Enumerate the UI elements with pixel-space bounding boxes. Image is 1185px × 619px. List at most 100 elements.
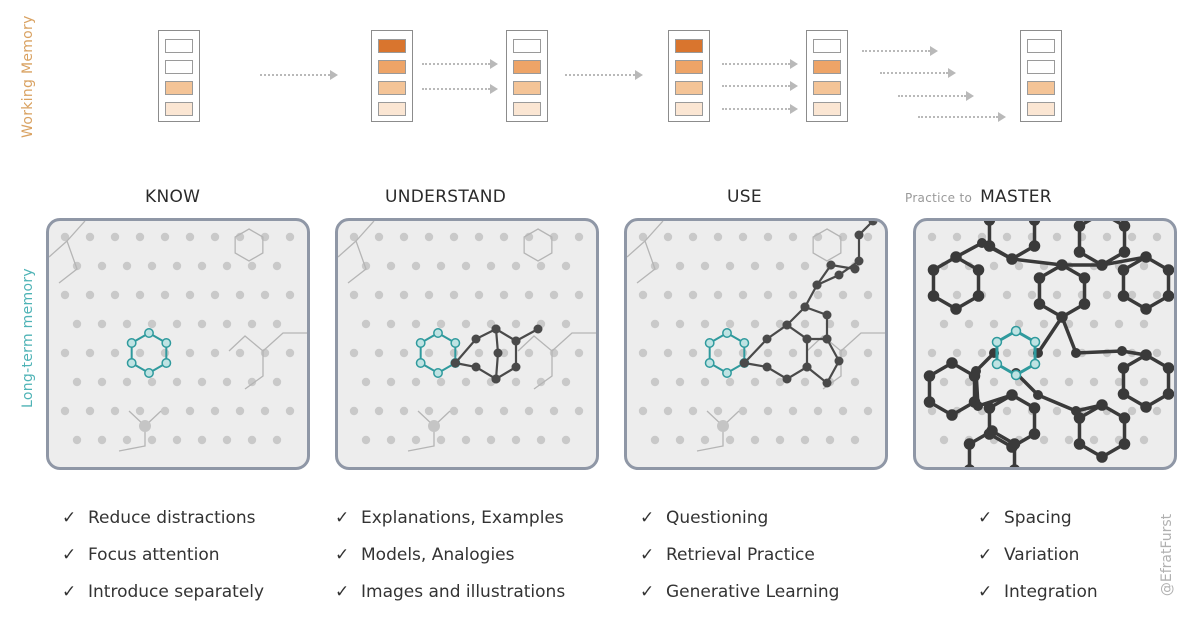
memory-dot xyxy=(775,261,785,271)
memory-dot xyxy=(561,435,571,445)
memory-dot xyxy=(952,232,962,242)
memory-dot xyxy=(561,319,571,329)
memory-dot xyxy=(1039,319,1049,329)
memory-dot xyxy=(60,406,70,416)
strategies-understand: ✓Explanations, Examples ✓Models, Analogi… xyxy=(335,508,565,619)
dark-hex-node xyxy=(923,396,936,408)
teal-hex-node xyxy=(991,358,1003,370)
arrow-use-3 xyxy=(722,104,800,114)
memory-dot xyxy=(863,290,873,300)
memory-slot xyxy=(378,39,406,53)
memory-dot xyxy=(85,348,95,358)
memory-dot xyxy=(713,232,723,242)
memory-dot xyxy=(72,377,82,387)
memory-dot xyxy=(1014,261,1024,271)
memory-dot xyxy=(222,261,232,271)
dark-hex-node xyxy=(923,370,936,382)
dark-hex-node xyxy=(964,464,975,467)
memory-dot xyxy=(210,290,220,300)
memory-dot xyxy=(713,406,723,416)
memory-dot xyxy=(449,348,459,358)
memory-dot xyxy=(927,406,937,416)
working-memory-label: Working Memory xyxy=(20,15,36,138)
memory-dot xyxy=(663,232,673,242)
stage-title-use-text: USE xyxy=(727,187,762,207)
dark-link-node xyxy=(1097,400,1107,410)
check-icon: ✓ xyxy=(335,582,350,602)
memory-dot xyxy=(285,290,295,300)
dark-chain-node xyxy=(812,280,822,290)
memory-dot xyxy=(147,377,157,387)
check-icon: ✓ xyxy=(335,508,350,528)
memory-dot xyxy=(700,435,710,445)
memory-slot xyxy=(675,102,703,116)
memory-dot xyxy=(285,406,295,416)
memory-dot xyxy=(72,319,82,329)
network-know xyxy=(49,221,307,452)
memory-dot xyxy=(863,406,873,416)
faint-link-edge xyxy=(840,332,885,352)
dark-link-edge xyxy=(974,351,1013,409)
arrow-master-1 xyxy=(862,46,940,56)
memory-dot xyxy=(800,319,810,329)
dark-hex-node xyxy=(1162,388,1174,400)
memory-slot xyxy=(378,102,406,116)
dark-chain-node xyxy=(854,256,864,266)
memory-dot xyxy=(1064,435,1074,445)
memory-dot xyxy=(110,406,120,416)
strategies-master: ✓Spacing ✓Variation ✓Integration xyxy=(978,508,1098,619)
dark-hex-node xyxy=(1140,303,1152,315)
memory-dot xyxy=(247,261,257,271)
dark-link-node xyxy=(1057,312,1067,322)
memory-dot xyxy=(650,319,660,329)
arrow-know-understand xyxy=(260,70,340,80)
memory-dot xyxy=(725,377,735,387)
dark-hex-node xyxy=(1028,428,1041,440)
memory-dot xyxy=(436,435,446,445)
memory-dot xyxy=(738,290,748,300)
memory-dot xyxy=(210,232,220,242)
memory-dot xyxy=(800,435,810,445)
memory-dot xyxy=(813,406,823,416)
memory-dot xyxy=(536,377,546,387)
dark-hex-node xyxy=(946,357,958,369)
dark-hex-node xyxy=(1028,221,1041,226)
stage-title-understand: UNDERSTAND xyxy=(385,187,506,207)
arrow-understand-use xyxy=(565,70,645,80)
memory-dot xyxy=(838,406,848,416)
memory-dot xyxy=(110,232,120,242)
faint-link-edge xyxy=(407,410,435,452)
memory-dot xyxy=(638,406,648,416)
long-term-memory-label: Long-term memory xyxy=(20,268,36,408)
memory-dot xyxy=(574,406,584,416)
dark-chain-node xyxy=(493,348,503,358)
dark-hex-node xyxy=(1028,240,1041,252)
memory-dot xyxy=(750,435,760,445)
dark-link-node xyxy=(1033,390,1043,400)
memory-dot xyxy=(499,290,509,300)
dark-chain-node xyxy=(471,362,481,372)
check-icon: ✓ xyxy=(640,545,655,565)
memory-slot xyxy=(513,39,541,53)
strategy-item: ✓Generative Learning xyxy=(640,582,840,602)
memory-dot xyxy=(763,348,773,358)
teal-hex-node xyxy=(704,338,715,348)
memory-dot xyxy=(135,348,145,358)
memory-dot xyxy=(663,348,673,358)
memory-dot xyxy=(1152,406,1162,416)
memory-dot xyxy=(474,348,484,358)
memory-dot xyxy=(1052,232,1062,242)
faint-node xyxy=(717,420,729,432)
memory-dot xyxy=(235,290,245,300)
faint-link-edge xyxy=(58,240,78,284)
memory-dot xyxy=(474,290,484,300)
memory-dot xyxy=(750,377,760,387)
teal-hex-node xyxy=(433,328,443,338)
dark-chain-node xyxy=(491,374,501,384)
strategy-item: ✓Introduce separately xyxy=(62,582,265,602)
memory-dot xyxy=(700,377,710,387)
dark-hex-node xyxy=(1078,298,1091,310)
check-icon: ✓ xyxy=(978,508,993,528)
teal-hex-node xyxy=(144,368,154,378)
strategy-item: ✓Retrieval Practice xyxy=(640,545,815,565)
